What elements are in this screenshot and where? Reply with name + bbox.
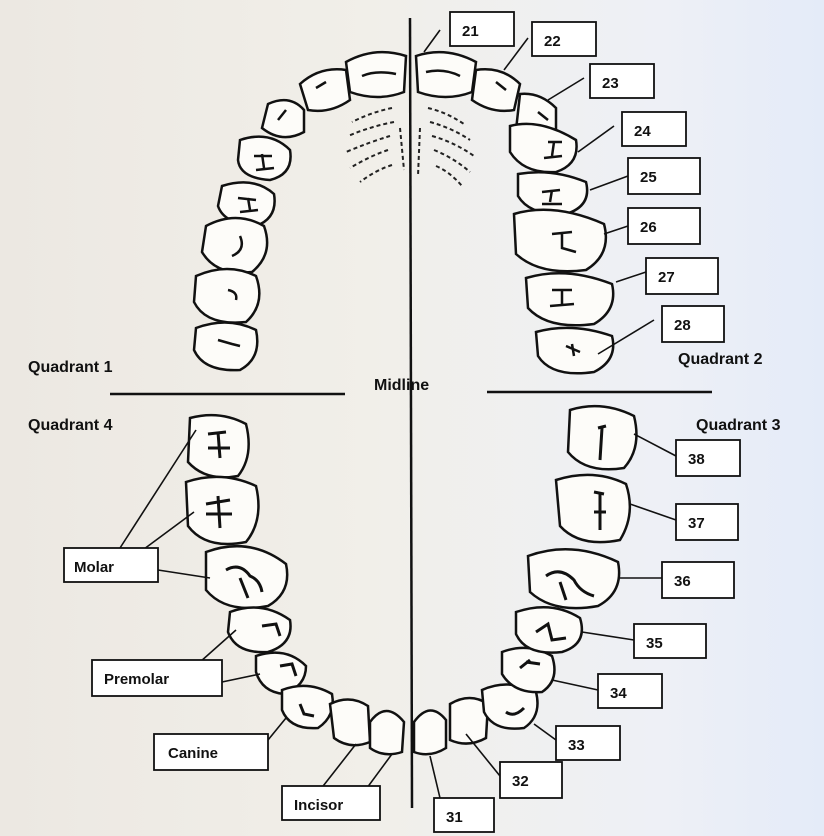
label-incisor: Incisor [294, 797, 343, 814]
tooth-22 [472, 69, 520, 111]
tooth-lower-left-molar-1 [206, 546, 287, 608]
label-34: 34 [610, 685, 627, 702]
tooth-24 [510, 124, 577, 172]
tooth-lower-left-molar-2 [186, 477, 258, 544]
tooth-21 [416, 52, 476, 97]
tooth-37 [556, 475, 630, 542]
box-26 [628, 208, 700, 244]
tooth-27 [526, 273, 613, 325]
tooth-31 [414, 710, 446, 754]
label-molar: Molar [74, 559, 114, 576]
tooth-26 [514, 210, 606, 272]
box-22 [532, 22, 596, 56]
tooth-lower-left-premolar-2 [228, 608, 291, 653]
tooth-upper-left-molar-1 [202, 218, 267, 273]
label-26: 26 [640, 219, 657, 236]
box-32 [500, 762, 562, 798]
tooth-upper-left-molar-3 [194, 322, 257, 370]
label-33: 33 [568, 737, 585, 754]
box-24 [622, 112, 686, 146]
box-36 [662, 562, 734, 598]
label-36: 36 [674, 573, 691, 590]
box-35 [634, 624, 706, 658]
box-23 [590, 64, 654, 98]
label-24: 24 [634, 123, 651, 140]
label-quadrant-1: Quadrant 1 [28, 359, 113, 376]
box-25 [628, 158, 700, 194]
label-38: 38 [688, 451, 705, 468]
tooth-lower-left-central-incisor [370, 711, 404, 754]
tooth-upper-left-premolar-1 [238, 137, 291, 180]
box-31 [434, 798, 494, 832]
box-27 [646, 258, 718, 294]
tooth-upper-left-canine [262, 100, 304, 137]
label-35: 35 [646, 635, 663, 652]
tooth-upper-left-molar-2 [194, 269, 259, 323]
tooth-upper-left-lateral-incisor [300, 69, 350, 111]
label-28: 28 [674, 317, 691, 334]
vertical-midline [410, 18, 412, 808]
label-quadrant-2: Quadrant 2 [678, 351, 763, 368]
label-21: 21 [462, 23, 479, 40]
label-37: 37 [688, 515, 705, 532]
label-31: 31 [446, 809, 463, 826]
box-38 [676, 440, 740, 476]
box-34 [598, 674, 662, 708]
label-canine: Canine [168, 745, 218, 762]
box-21 [450, 12, 514, 46]
tooth-lower-left-canine [282, 686, 333, 728]
box-37 [676, 504, 738, 540]
label-quadrant-4: Quadrant 4 [28, 417, 113, 434]
label-22: 22 [544, 33, 561, 50]
label-midline: Midline [374, 377, 429, 394]
upper-arch [194, 52, 613, 373]
tooth-lower-left-lateral-incisor [330, 699, 370, 745]
label-quadrant-3: Quadrant 3 [696, 417, 781, 434]
label-premolar: Premolar [104, 671, 169, 688]
label-32: 32 [512, 773, 529, 790]
label-25: 25 [640, 169, 657, 186]
label-27: 27 [658, 269, 675, 286]
box-28 [662, 306, 724, 342]
label-23: 23 [602, 75, 619, 92]
tooth-upper-left-central-incisor [346, 52, 406, 97]
box-33 [556, 726, 620, 760]
